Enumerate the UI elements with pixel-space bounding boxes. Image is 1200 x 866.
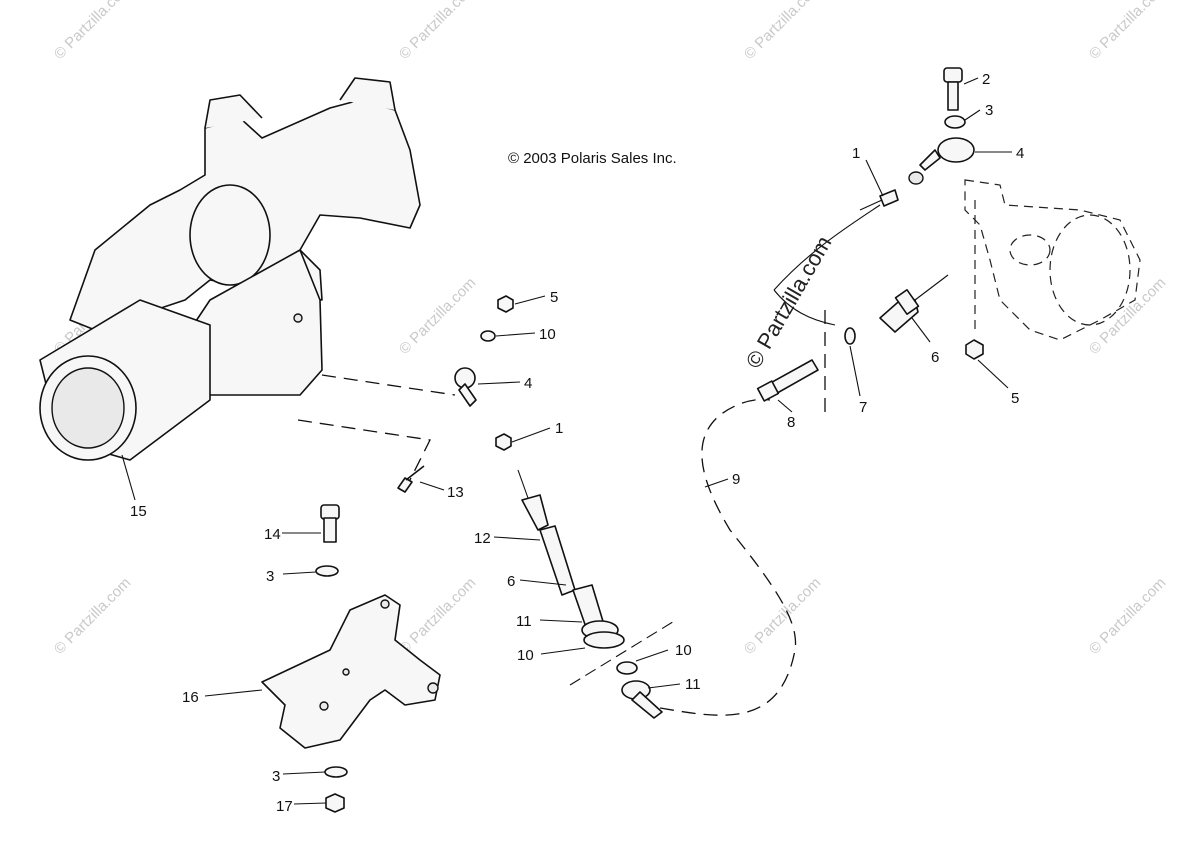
part-6-cable-sleeve-left: [539, 525, 576, 596]
cable-right-lower: [773, 289, 836, 326]
part-3-washer-mid: [315, 565, 339, 577]
watermark: © Partzilla.com: [741, 574, 824, 657]
part-2-bolt: [943, 67, 963, 111]
callout-1-left: 1: [555, 420, 563, 437]
callout-9: 9: [732, 471, 740, 488]
callouts: 1 2 3 4 5 10 4 1 13 14 3 15 16 3 17 12 6…: [130, 71, 1024, 815]
watermark: © Partzilla.com: [396, 0, 479, 63]
copyright-text: © 2003 Polaris Sales Inc.: [508, 150, 677, 167]
part-17-nut: [325, 793, 345, 813]
part-5-nut-top: [497, 295, 514, 313]
watermark: © Partzilla.com: [396, 274, 479, 357]
callout-1-right: 1: [852, 145, 860, 162]
part-11-fitting-left: [572, 584, 619, 640]
callout-6-right: 6: [931, 349, 939, 366]
callout-3-top: 3: [985, 102, 993, 119]
callout-6-left: 6: [507, 573, 515, 590]
part-8-threaded-fitting: [756, 359, 819, 402]
part-5-nut-right: [965, 339, 984, 360]
section-line: [569, 619, 677, 686]
part-4-rod-end-right: [908, 137, 975, 185]
ghost-housing-right: [964, 179, 1141, 341]
callout-11-right: 11: [685, 676, 701, 693]
callout-4-left: 4: [524, 375, 532, 392]
callout-3-mid: 3: [266, 568, 274, 585]
callout-10-right: 10: [675, 642, 692, 659]
part-10-washer-right: [616, 661, 638, 675]
callout-11-left: 11: [516, 613, 532, 630]
callout-4-right: 4: [1016, 145, 1024, 162]
watermark-main: © Partzilla.com: [741, 232, 837, 373]
part-11-fitting-right: [621, 680, 663, 719]
part-1-nut-mid: [495, 433, 512, 451]
callout-15: 15: [130, 503, 147, 520]
part-10-washer-top: [480, 330, 496, 342]
assembly-line: [321, 374, 456, 396]
part-14-bolt: [320, 504, 340, 543]
watermark: © Partzilla.com: [1086, 574, 1169, 657]
part-12-cable-end: [517, 469, 549, 531]
cable-right-upper: [773, 204, 881, 291]
leader-lines: [121, 77, 1012, 805]
part-9-cable-path: [659, 398, 797, 716]
watermark: © Partzilla.com: [396, 574, 479, 657]
callout-12: 12: [474, 530, 491, 547]
part-13-bolt: [397, 465, 425, 493]
callout-5-right: 5: [1011, 390, 1019, 407]
callout-7: 7: [859, 399, 867, 416]
part-1-stud: [859, 189, 899, 211]
callout-10-left: 10: [517, 647, 534, 664]
part-6-cable-right: [879, 274, 949, 333]
part-3-washer-low: [324, 766, 348, 778]
part-4-rod-end-left: [454, 367, 477, 407]
assembly-line: [297, 419, 431, 481]
part-3-washer-top: [944, 115, 966, 129]
callout-13: 13: [447, 484, 464, 501]
part-15-housing: [39, 77, 421, 461]
callout-16: 16: [182, 689, 199, 706]
callout-17: 17: [276, 798, 293, 815]
part-10-washer-left: [583, 631, 625, 649]
watermark: © Partzilla.com: [741, 0, 824, 63]
callout-5-left: 5: [550, 289, 558, 306]
callout-2: 2: [982, 71, 990, 88]
callout-3-low: 3: [272, 768, 280, 785]
callout-14: 14: [264, 526, 281, 543]
callout-8: 8: [787, 414, 795, 431]
part-7-washer: [844, 327, 856, 345]
callout-10-top: 10: [539, 326, 556, 343]
part-16-bracket: [261, 594, 441, 749]
watermark: © Partzilla.com: [51, 574, 134, 657]
watermark: © Partzilla.com: [1086, 0, 1169, 63]
watermark: © Partzilla.com: [51, 0, 134, 63]
